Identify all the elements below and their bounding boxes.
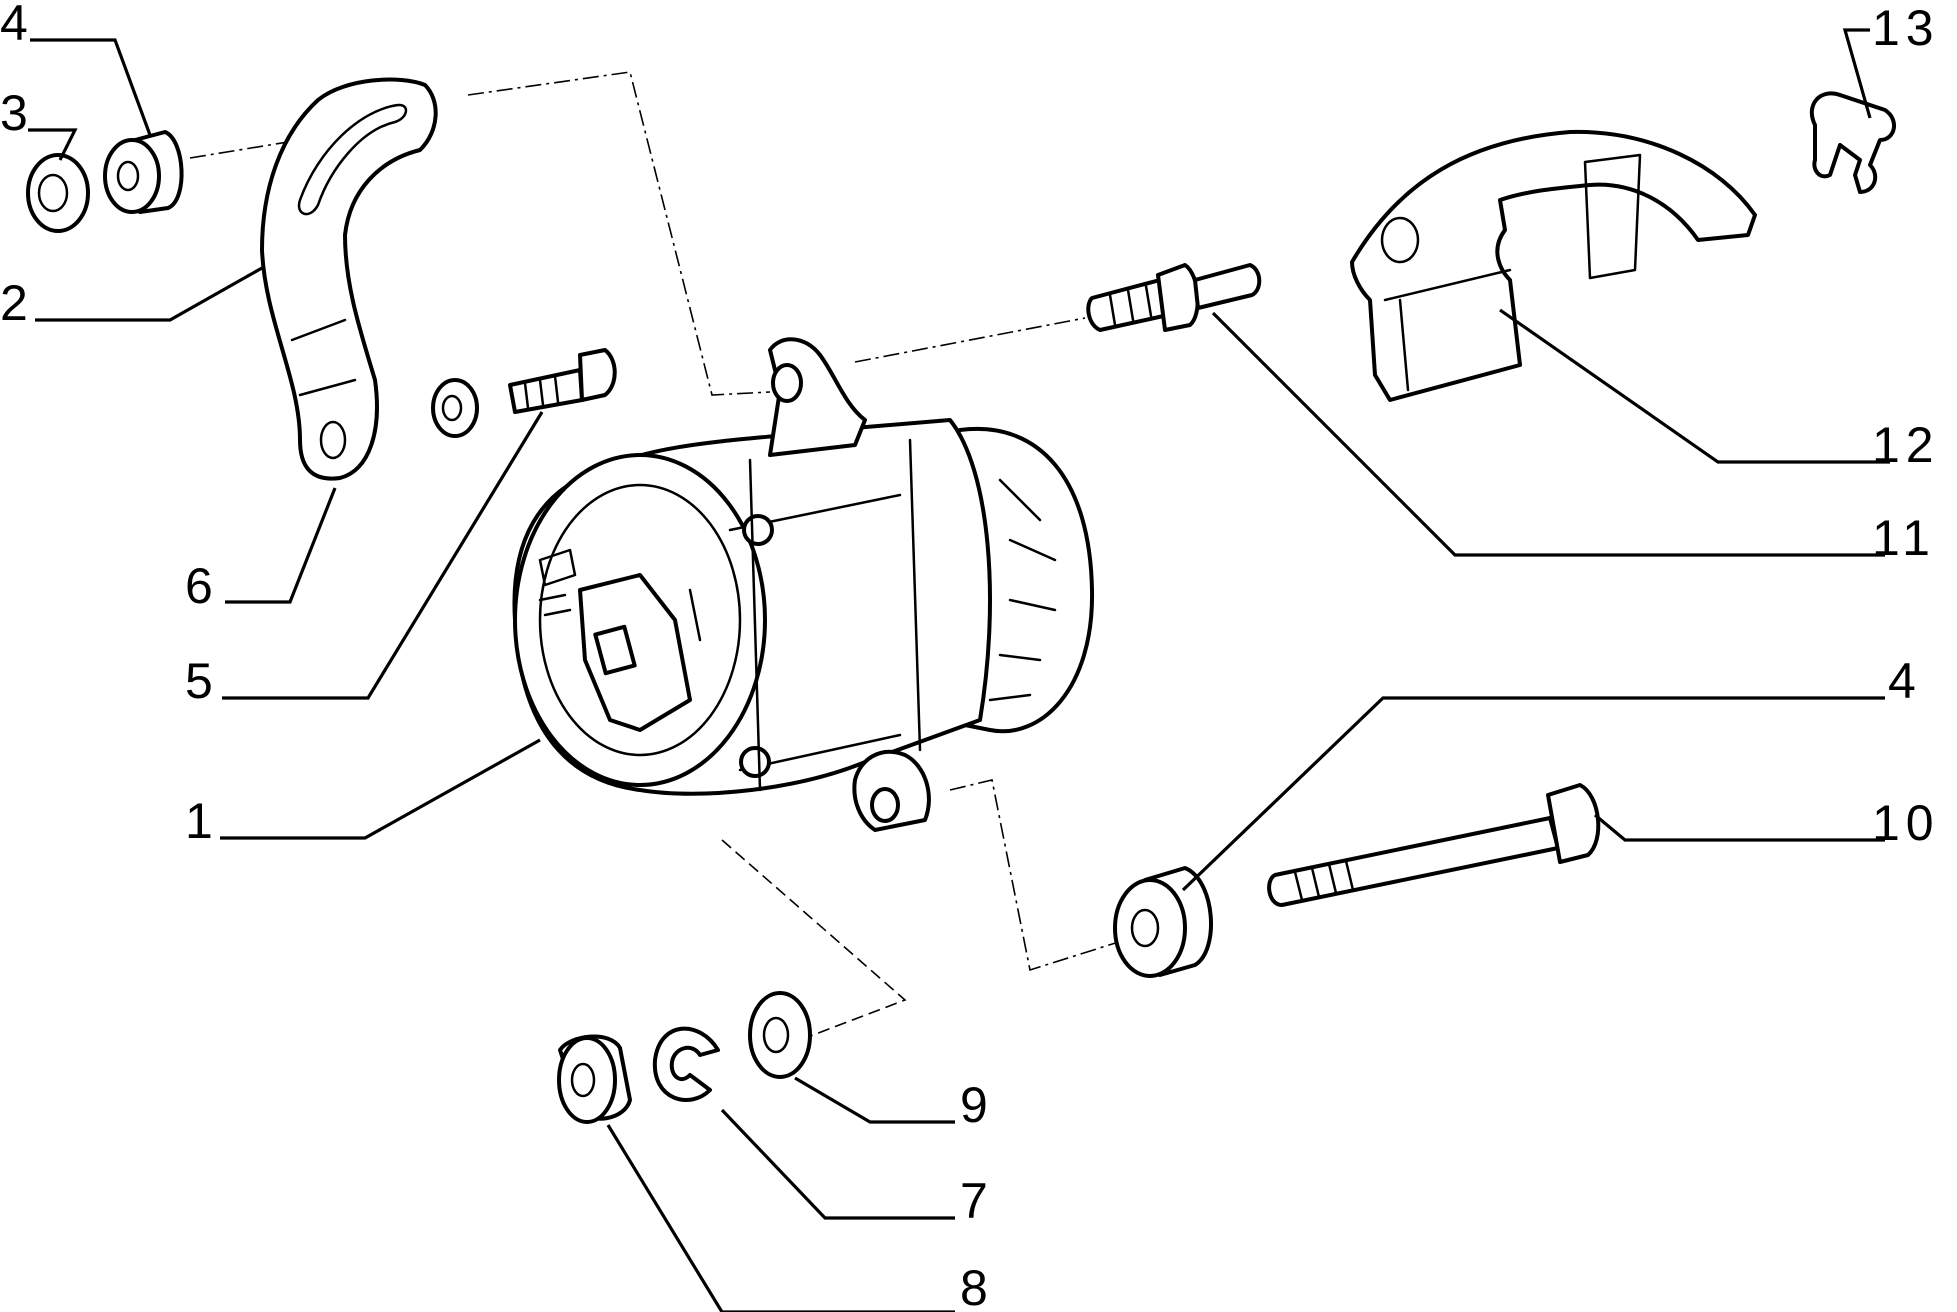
nut-top	[26, 153, 90, 233]
leader-lines	[28, 28, 1890, 1312]
alternator-bottom-ear-hole	[870, 787, 900, 823]
callout-3: 3	[0, 85, 34, 141]
callout-8: 8	[960, 1260, 994, 1312]
adjusting-bracket-hole	[319, 420, 347, 460]
alternator-bolt-head-lower	[739, 746, 771, 778]
alternator-end-cover-rim	[538, 483, 742, 757]
long-bolt-threads	[1293, 859, 1355, 902]
leader-3	[28, 128, 78, 161]
leader-10	[1593, 813, 1885, 842]
flat-washer-hole	[762, 1016, 790, 1054]
assembly-line-stud	[854, 317, 1086, 363]
alternator-top-ear-hole	[771, 363, 803, 403]
split-washer-ring	[652, 1026, 720, 1102]
spacer-bottom-hole	[1130, 908, 1160, 948]
bolt-and-washer	[431, 348, 617, 438]
retaining-clip-body	[1809, 91, 1896, 194]
adjusting-bracket-bends	[290, 318, 357, 397]
callout-2: 2	[0, 275, 34, 331]
curved-cover-hole	[1380, 216, 1420, 264]
callout-1: 1	[185, 793, 219, 849]
washer-top	[431, 378, 479, 438]
leader-12	[1499, 308, 1890, 464]
leader-4-right	[1181, 696, 1885, 892]
leader-11	[1211, 311, 1885, 557]
leader-5	[222, 411, 544, 700]
leader-6	[225, 487, 337, 604]
leader-9	[794, 1076, 955, 1124]
curved-cover-tab	[1583, 153, 1642, 280]
alternator-end-details	[538, 548, 702, 642]
leader-13	[1842, 28, 1872, 119]
retaining-clip	[1809, 91, 1896, 194]
callout-4-top: 4	[0, 0, 34, 51]
curved-cover-edges	[1383, 268, 1512, 392]
alternator-terminal	[593, 624, 637, 676]
leader-2	[35, 266, 263, 322]
alternator-fan-fins	[988, 478, 1057, 702]
stud-right-shank	[1193, 263, 1262, 310]
assembly-lines	[189, 71, 1126, 1041]
adjusting-bracket	[260, 77, 438, 481]
bolt-top-shank	[508, 368, 584, 414]
stud-collar	[1156, 263, 1200, 332]
split-washer	[652, 1026, 720, 1102]
callout-7: 7	[960, 1173, 994, 1229]
long-bolt-shank	[1267, 816, 1560, 907]
spacer-top	[103, 130, 184, 214]
curved-cover	[1350, 129, 1757, 402]
long-bolt-head	[1546, 783, 1601, 864]
assembly-line-washers	[721, 839, 907, 1041]
nut-bottom	[557, 1034, 632, 1124]
adjusting-bracket-arm	[260, 77, 438, 481]
bolt-top-threads	[523, 374, 560, 410]
nut-top-body	[26, 153, 90, 233]
alternator-body	[512, 337, 1095, 832]
spacer-bottom	[1113, 866, 1213, 978]
alternator-connector-block	[578, 573, 692, 732]
long-bolt	[1267, 783, 1601, 907]
adjusting-bracket-slot	[297, 103, 408, 216]
nut-top-hole	[37, 173, 69, 213]
callout-12: 12	[1872, 417, 1940, 473]
callout-11: 11	[1872, 510, 1936, 566]
assembly-line-bracket-top	[467, 71, 771, 396]
leader-1	[220, 738, 541, 840]
stud	[1086, 263, 1262, 332]
flat-washer	[748, 991, 812, 1079]
spacer-top-hole	[116, 160, 140, 192]
stud-left-shank	[1086, 278, 1170, 332]
washer-top-hole	[441, 394, 463, 422]
callout-13: 13	[1872, 0, 1940, 56]
leader-7	[720, 1108, 955, 1220]
callout-10: 10	[1872, 795, 1940, 851]
leader-4-top	[30, 38, 152, 136]
callout-6: 6	[185, 558, 219, 614]
assembly-line-spacer-bottom	[949, 779, 1126, 972]
callout-9: 9	[960, 1077, 994, 1133]
alternator-bolt-head-upper	[742, 514, 774, 546]
spacer-bottom-face	[1113, 878, 1187, 978]
nut-bottom-hole	[570, 1062, 596, 1098]
flat-washer-ring	[748, 991, 812, 1079]
callout-5: 5	[185, 653, 219, 709]
curved-cover-shell	[1350, 129, 1757, 402]
nut-bottom-face	[557, 1036, 617, 1124]
spacer-top-face	[103, 138, 161, 214]
callout-4-right: 4	[1888, 653, 1922, 709]
stud-threads	[1108, 284, 1153, 327]
assembly-line-spacer-bracket	[189, 139, 301, 159]
bolt-top-head	[578, 348, 617, 402]
alternator-body-seams	[748, 438, 922, 792]
leader-8	[606, 1124, 955, 1312]
